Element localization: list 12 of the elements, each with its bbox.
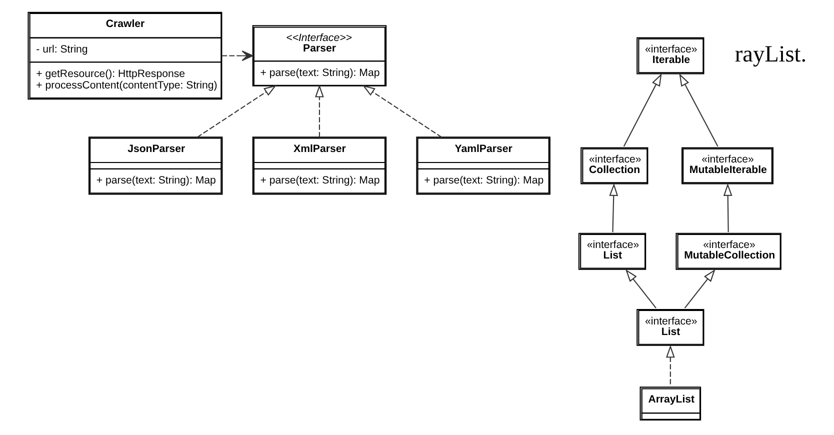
arrow: [665, 344, 674, 384]
arrow: [722, 183, 732, 232]
arrow: [622, 73, 662, 147]
arrow: [196, 85, 276, 138]
arrow: [221, 50, 253, 62]
arrow: [608, 183, 618, 232]
arrow: [314, 84, 324, 138]
arrow: [678, 73, 718, 147]
label: rayList.: [734, 42, 806, 68]
arrow: [362, 85, 442, 138]
arrow: [684, 269, 715, 308]
arrow: [624, 269, 656, 308]
